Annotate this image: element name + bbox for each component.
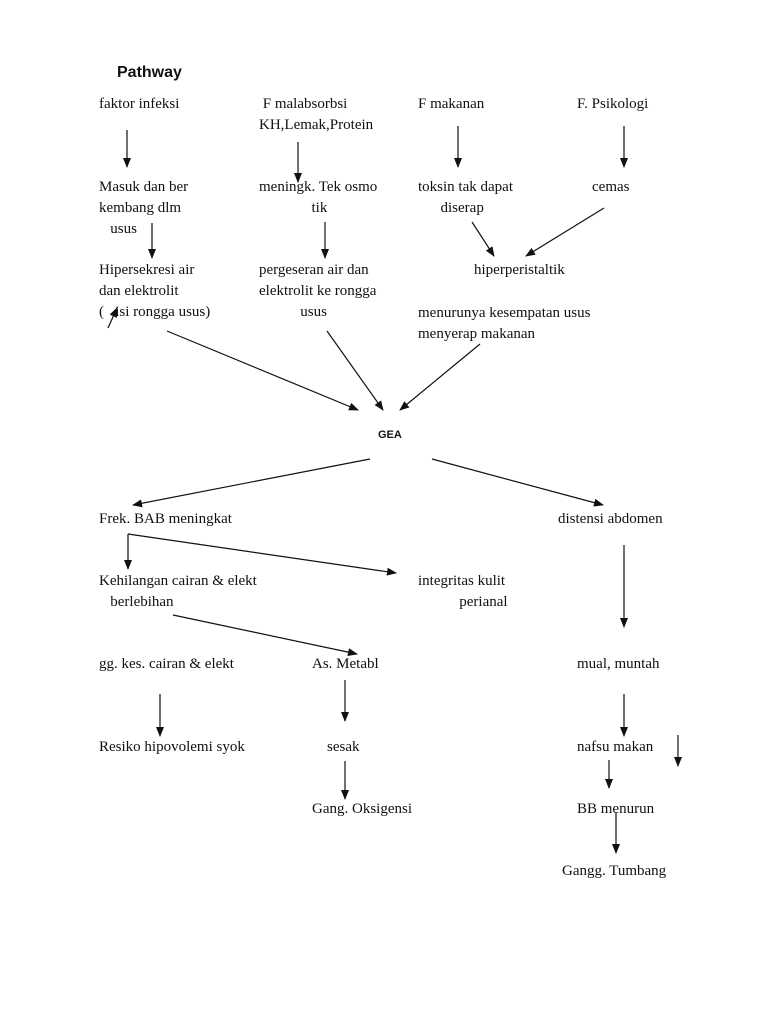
arrow-hipersekresi-to-gea [166,330,359,411]
arrow-gea-to-frek [132,458,371,508]
node-gang-oksigensi: Gang. Oksigensi [312,801,412,817]
node-as-metabl: As. Metabl [312,656,379,672]
node-frek-bab: Frek. BAB meningkat [99,511,232,527]
node-pergeseran: pergeseran air dan elektrolit ke rongga … [259,262,377,320]
arrow-kehilangan-to-metabl [172,614,358,657]
node-hipersekresi: Hipersekresi air dan elektrolit ( isi ro… [99,262,211,320]
arrow-frek-to-integritas [127,533,397,576]
arrow-gea-to-distensi [431,458,604,507]
node-f-malabsorbsi: F malabsorbsi KH,Lemak,Protein [259,96,374,133]
node-toksin: toksin tak dapat diserap [418,179,513,216]
node-cemas: cemas [592,179,630,195]
node-f-psikologi: F. Psikologi [577,96,649,112]
node-sesak: sesak [327,739,360,755]
node-gangg-tumbang: Gangg. Tumbang [562,863,667,879]
node-kehilangan: Kehilangan cairan & elekt berlebihan [99,573,257,610]
node-masuk-berkembang: Masuk dan ber kembang dlm usus [99,179,189,237]
node-hiperperistaltik: hiperperistaltik [474,262,565,278]
arrow-cemas-to-hiperperistaltik [525,207,605,257]
node-f-makanan: F makanan [418,96,485,112]
arrow-menurunya-to-gea [399,343,481,411]
node-menurunya: menurunya kesempatan usus menyerap makan… [418,305,591,342]
arrow-toksin-to-hiperperistaltik [471,221,495,257]
page-title: Pathway [117,64,182,81]
arrow-isi-up [107,307,118,329]
node-nafsu: nafsu makan [577,739,654,755]
arrow-pergeseran-to-gea [326,330,384,411]
node-meningk-tek-osmotik: meningk. Tek osmo tik [259,179,378,216]
node-mual: mual, muntah [577,656,660,672]
node-distensi: distensi abdomen [558,511,663,527]
node-integritas: integritas kulit perianal [418,573,508,610]
node-gg-kes-cairan: gg. kes. cairan & elekt [99,656,234,672]
node-faktor-infeksi: faktor infeksi [99,96,180,112]
node-gea: GEA [378,429,402,441]
node-bb-menurun: BB menurun [577,801,655,817]
node-resiko: Resiko hipovolemi syok [99,739,245,755]
